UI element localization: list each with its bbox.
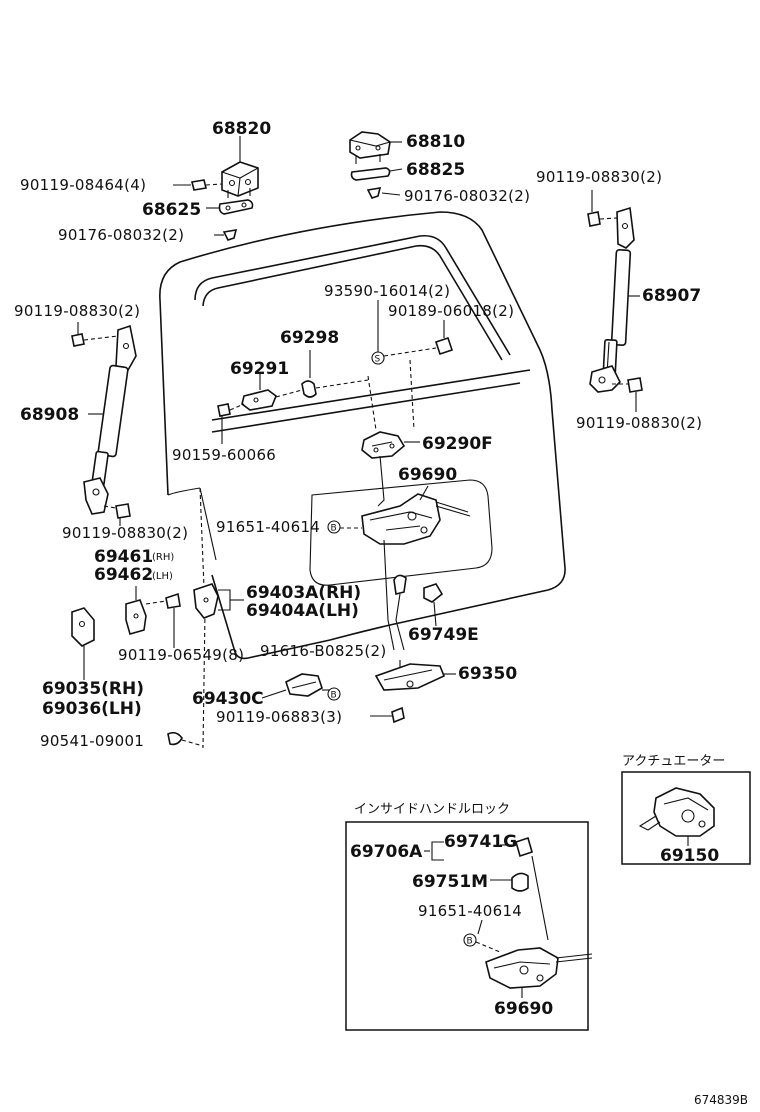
label-68810: 68810 bbox=[406, 132, 465, 152]
label-90119-08830-right: 90119-08830(2) bbox=[576, 414, 702, 432]
bolt-90119-08830-bl bbox=[103, 503, 131, 526]
stud-93590-16014: S bbox=[367, 300, 437, 431]
label-93590-16014: 93590-16014(2) bbox=[324, 282, 450, 300]
circle-s-icon: S bbox=[375, 355, 381, 365]
label-69690-main: 69690 bbox=[398, 465, 457, 485]
label-90176-08032-left: 90176-08032(2) bbox=[58, 226, 184, 244]
label-69430C: 69430C bbox=[192, 689, 264, 709]
label-90189-06018: 90189-06018(2) bbox=[388, 302, 514, 320]
label-68908: 68908 bbox=[20, 405, 79, 425]
label-90541-09001: 90541-09001 bbox=[40, 732, 144, 750]
clip-90176-08032-left bbox=[214, 229, 238, 241]
circle-b-icon-3: B bbox=[467, 937, 473, 947]
label-90176-08032-right: 90176-08032(2) bbox=[404, 187, 530, 205]
label-69749E: 69749E bbox=[408, 625, 479, 645]
label-69350: 69350 bbox=[458, 664, 517, 684]
label-69461: 69461 bbox=[94, 547, 153, 567]
hinge-cover-69461 bbox=[125, 586, 147, 635]
label-90119-08830-top-right: 90119-08830(2) bbox=[536, 168, 662, 186]
label-69690-box: 69690 bbox=[494, 999, 553, 1019]
label-69741G: 69741G bbox=[444, 832, 517, 852]
label-90159-60066: 90159-60066 bbox=[172, 446, 276, 464]
hinge-68810 bbox=[349, 131, 402, 164]
label-69291: 69291 bbox=[230, 359, 289, 379]
stopper-69430C: B bbox=[261, 673, 341, 701]
label-68625: 68625 bbox=[142, 200, 201, 220]
inside-lock-title: インサイドハンドルロック bbox=[354, 802, 510, 817]
inside-lock-parts: B bbox=[424, 836, 593, 998]
hinge-69403A bbox=[193, 583, 244, 619]
damper-stay-68907 bbox=[589, 206, 640, 393]
label-68907: 68907 bbox=[642, 286, 701, 306]
bolt-91651-40614-main: B bbox=[327, 520, 362, 534]
label-90119-08830-left: 90119-08830(2) bbox=[14, 302, 140, 320]
label-69462-lh: (LH) bbox=[152, 571, 173, 582]
bolt-90119-08830-l bbox=[71, 322, 119, 347]
label-69751M: 69751M bbox=[412, 872, 488, 892]
bracket-69291 bbox=[241, 374, 369, 411]
circle-b-icon-2: B bbox=[331, 691, 337, 701]
label-91651-40614-box: 91651-40614 bbox=[418, 902, 522, 920]
circle-b-icon-1: B bbox=[331, 524, 337, 534]
label-69036: 69036(LH) bbox=[42, 699, 142, 719]
striker-69290F bbox=[361, 431, 420, 507]
label-91651-40614-main: 91651-40614 bbox=[216, 518, 320, 536]
inside-handle-lock-box bbox=[345, 821, 589, 1031]
label-68825: 68825 bbox=[406, 160, 465, 180]
bolt-90119-08464 bbox=[173, 179, 223, 191]
label-69403A: 69403A(RH) bbox=[246, 583, 361, 603]
label-68820: 68820 bbox=[212, 119, 271, 139]
part-labels: 68820 68810 68825 90119-08464(4) 68625 9… bbox=[14, 119, 748, 1107]
damper-stay-68908 bbox=[83, 324, 137, 515]
label-90119-08464: 90119-08464(4) bbox=[20, 176, 146, 194]
bolt-90119-08830-tr bbox=[587, 190, 618, 227]
drawing-number: 674839B bbox=[694, 1093, 748, 1107]
label-69462: 69462 bbox=[94, 565, 153, 585]
screw-90159-60066 bbox=[217, 403, 245, 444]
label-69461-rh: (RH) bbox=[152, 552, 174, 563]
label-69404A: 69404A(LH) bbox=[246, 601, 359, 621]
clip-90176-08032-right bbox=[366, 187, 401, 199]
label-69298: 69298 bbox=[280, 328, 339, 348]
lock-assembly-69690 bbox=[361, 485, 471, 651]
bolt-90119-06549 bbox=[145, 592, 181, 648]
label-69035: 69035(RH) bbox=[42, 679, 144, 699]
hinge-68820 bbox=[221, 136, 259, 198]
label-69290F: 69290F bbox=[422, 434, 493, 454]
bolt-90119-08830-r bbox=[612, 377, 643, 412]
label-69150: 69150 bbox=[660, 846, 719, 866]
back-door-panel bbox=[159, 211, 566, 749]
label-90119-08830-bottom-left: 90119-08830(2) bbox=[62, 524, 188, 542]
label-90119-06883: 90119-06883(3) bbox=[216, 708, 342, 726]
nut-90189-06018 bbox=[434, 320, 454, 356]
bushing-69298 bbox=[301, 350, 317, 398]
plate-68825 bbox=[350, 167, 403, 181]
screw-90119-06883 bbox=[370, 706, 405, 724]
bumper-69035 bbox=[71, 607, 95, 680]
clip-69749E bbox=[423, 583, 444, 627]
plug-90541-09001 bbox=[167, 731, 204, 747]
label-90119-06549: 90119-06549(8) bbox=[118, 646, 244, 664]
actuator-title: アクチュエーター bbox=[622, 754, 725, 769]
rod-and-handle-69350 bbox=[374, 574, 456, 691]
actuator-69150 bbox=[638, 787, 715, 846]
actuator-box bbox=[621, 771, 751, 865]
label-91616-B0825: 91616-B0825(2) bbox=[260, 642, 387, 660]
label-69706A: 69706A bbox=[350, 842, 423, 862]
plate-68625 bbox=[206, 199, 254, 215]
